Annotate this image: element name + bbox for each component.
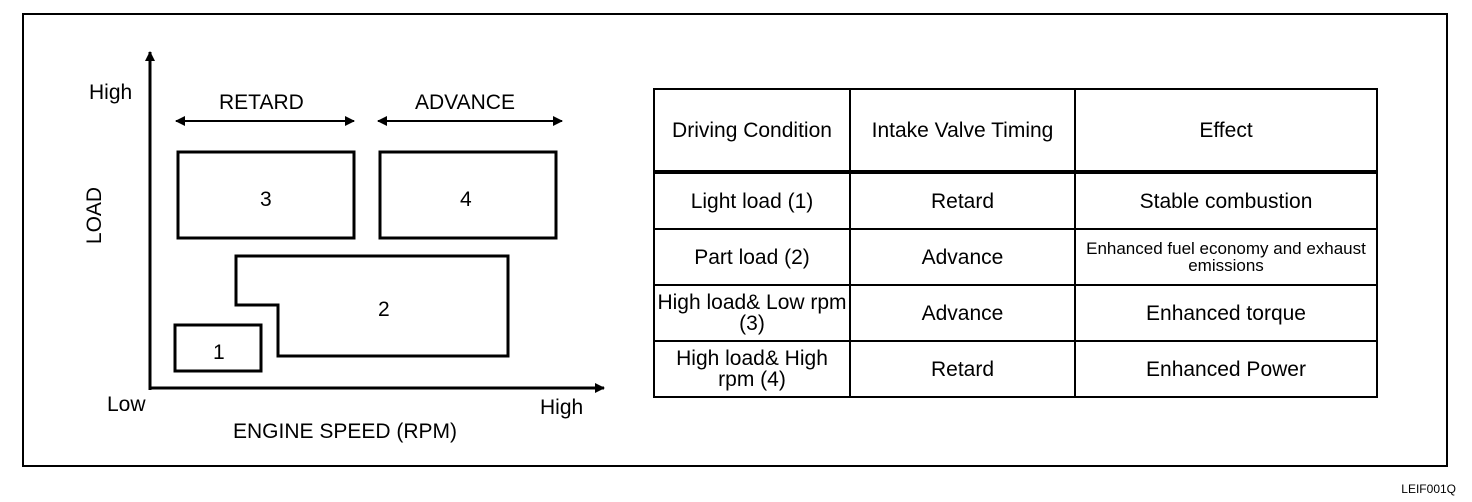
retard-label: RETARD [219, 91, 304, 114]
cell-timing: Advance [849, 284, 1076, 342]
cell-effect: Enhanced torque [1074, 284, 1378, 342]
figure-code: LEIF001Q [1401, 482, 1456, 496]
cell-effect: Enhanced fuel economy and exhaust emissi… [1074, 228, 1378, 286]
x-axis-label: ENGINE SPEED (RPM) [233, 420, 458, 443]
table-row: High load& Low rpm (3) Advance Enhanced … [653, 284, 1378, 342]
region-1-label: 1 [213, 341, 225, 364]
figure-frame [22, 13, 1448, 467]
cell-timing: Retard [849, 340, 1076, 398]
y-axis-label: LOAD [83, 186, 107, 245]
region-2-label: 2 [378, 298, 390, 321]
cell-effect: Enhanced Power [1074, 340, 1378, 398]
region-3-label: 3 [260, 188, 272, 211]
table-row: Light load (1) Retard Stable combustion [653, 171, 1378, 230]
table-header-row: Driving Condition Intake Valve Timing Ef… [653, 88, 1378, 174]
region-3-box [176, 150, 356, 240]
x-axis-low-label: Low [107, 393, 146, 416]
region-4-box [378, 150, 558, 240]
advance-label: ADVANCE [415, 91, 515, 114]
cell-condition: Light load (1) [653, 171, 851, 230]
cell-timing: Advance [849, 228, 1076, 286]
valve-timing-table: Driving Condition Intake Valve Timing Ef… [653, 88, 1378, 398]
y-axis-high-label: High [89, 81, 133, 104]
cell-condition: High load& High rpm (4) [653, 340, 851, 398]
cell-timing: Retard [849, 171, 1076, 230]
x-axis-high-label: High [540, 396, 584, 419]
region-2-box [234, 254, 510, 358]
cell-condition: High load& Low rpm (3) [653, 284, 851, 342]
region-4-label: 4 [460, 188, 472, 211]
header-driving-condition: Driving Condition [653, 88, 851, 174]
header-effect: Effect [1074, 88, 1378, 174]
cell-condition: Part load (2) [653, 228, 851, 286]
region-1-box [173, 323, 263, 373]
table-row: High load& High rpm (4) Retard Enhanced … [653, 340, 1378, 398]
header-intake-valve-timing: Intake Valve Timing [849, 88, 1076, 174]
table-row: Part load (2) Advance Enhanced fuel econ… [653, 228, 1378, 286]
cell-effect: Stable combustion [1074, 171, 1378, 230]
